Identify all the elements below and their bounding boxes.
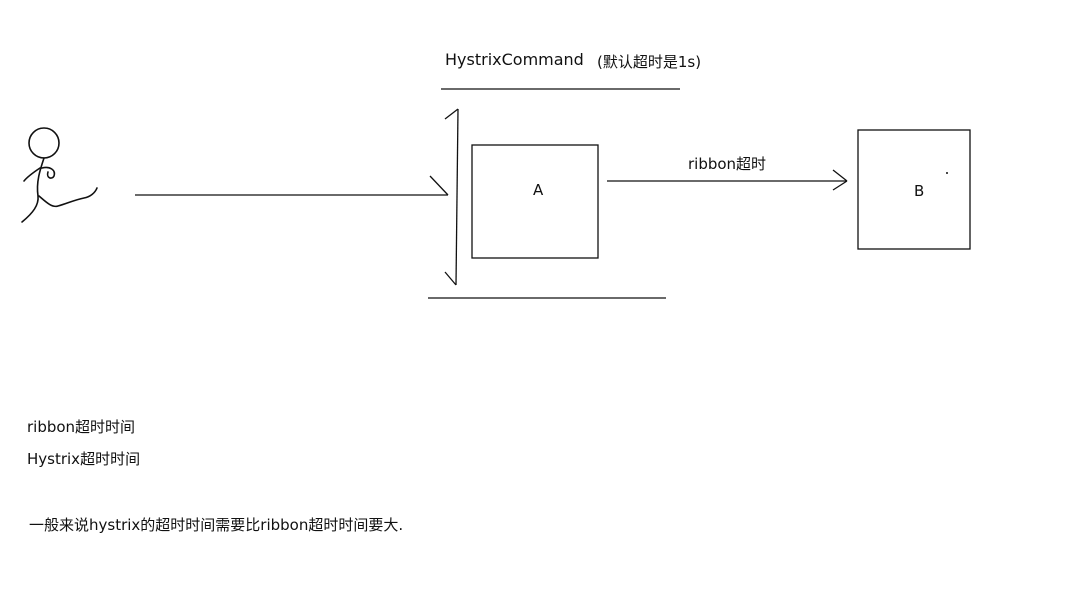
user-arm-right <box>41 166 56 179</box>
note-hystrix-timeout: Hystrix超时时间 <box>27 450 141 468</box>
boundary-left-line <box>455 108 459 286</box>
user-arm-left <box>23 167 41 182</box>
stray-dot <box>946 172 948 174</box>
user-leg-right <box>38 187 98 208</box>
hystrix-command-title: HystrixCommand <box>445 50 584 69</box>
request-arrow <box>135 175 449 196</box>
service-b-box <box>857 129 971 250</box>
user-figure-icon <box>21 127 98 223</box>
ribbon-timeout-label: ribbon超时 <box>688 155 767 173</box>
default-timeout-note: (默认超时是1s) <box>597 53 702 71</box>
user-head <box>28 127 60 159</box>
service-a-label: A <box>533 181 544 199</box>
service-a-box <box>471 144 599 259</box>
ribbon-arrow <box>607 169 848 191</box>
note-timeout-rule: 一般来说hystrix的超时时间需要比ribbon超时时间要大. <box>29 516 404 534</box>
note-ribbon-timeout: ribbon超时时间 <box>27 418 136 436</box>
hystrix-boundary <box>428 88 680 299</box>
service-b-label: B <box>914 182 925 200</box>
user-body <box>21 157 45 223</box>
